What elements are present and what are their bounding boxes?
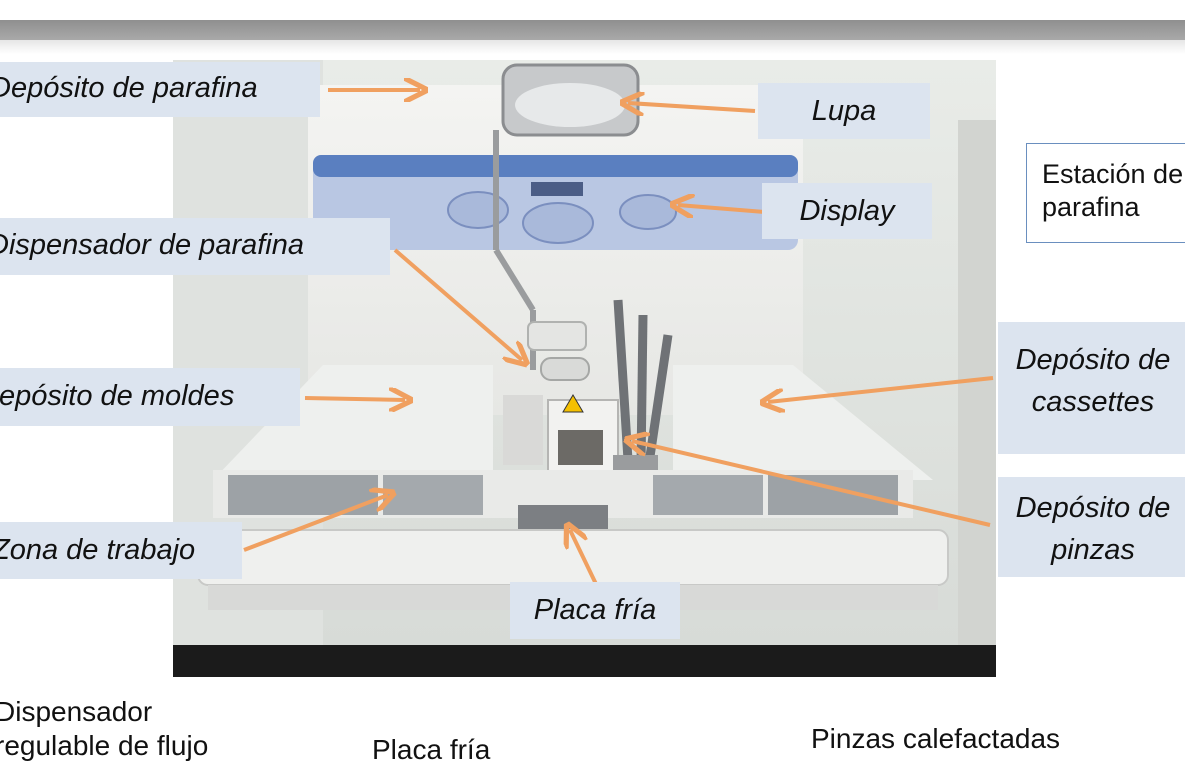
station-line2: parafina	[1042, 192, 1140, 222]
station-line1: Estación de	[1042, 159, 1184, 189]
caption-dispensador-line1: Dispensador	[0, 696, 153, 727]
caption-dispensador-line2: regulable de flujo	[0, 730, 209, 761]
callout-display: Display	[762, 183, 932, 239]
top-bar	[0, 0, 1185, 20]
callout-deposito-cassettes-line2: cassettes	[1031, 386, 1155, 418]
caption-pinzas: Pinzas calefactadas	[811, 723, 1061, 754]
callout-deposito-moldes: Depósito de moldes	[0, 368, 300, 426]
callout-deposito-parafina: Depósito de parafina	[0, 62, 320, 117]
callout-lupa: Lupa	[758, 83, 930, 139]
callout-placa-fria: Placa fría	[510, 582, 680, 639]
callout-deposito-cassettes-line1: Depósito de	[1015, 344, 1171, 376]
callout-zona-trabajo: Zona de trabajo	[0, 522, 242, 579]
station-textbox: Estación de parafina	[1026, 143, 1185, 243]
callout-deposito-cassettes: Depósito de cassettes	[998, 322, 1185, 454]
title-band-shadow	[0, 40, 1185, 54]
callout-deposito-pinzas: Depósito de pinzas	[998, 477, 1185, 577]
title-band	[0, 20, 1185, 40]
caption-placa-fria: Placa fría	[372, 734, 491, 765]
callout-deposito-pinzas-line1: Depósito de	[1015, 492, 1171, 524]
caption-dispensador: Dispensador regulable de flujo	[0, 695, 208, 763]
callout-deposito-pinzas-line2: pinzas	[1051, 534, 1135, 566]
embedding-station-photo	[173, 60, 996, 677]
callout-dispensador-parafina: Dispensador de parafina	[0, 218, 390, 275]
